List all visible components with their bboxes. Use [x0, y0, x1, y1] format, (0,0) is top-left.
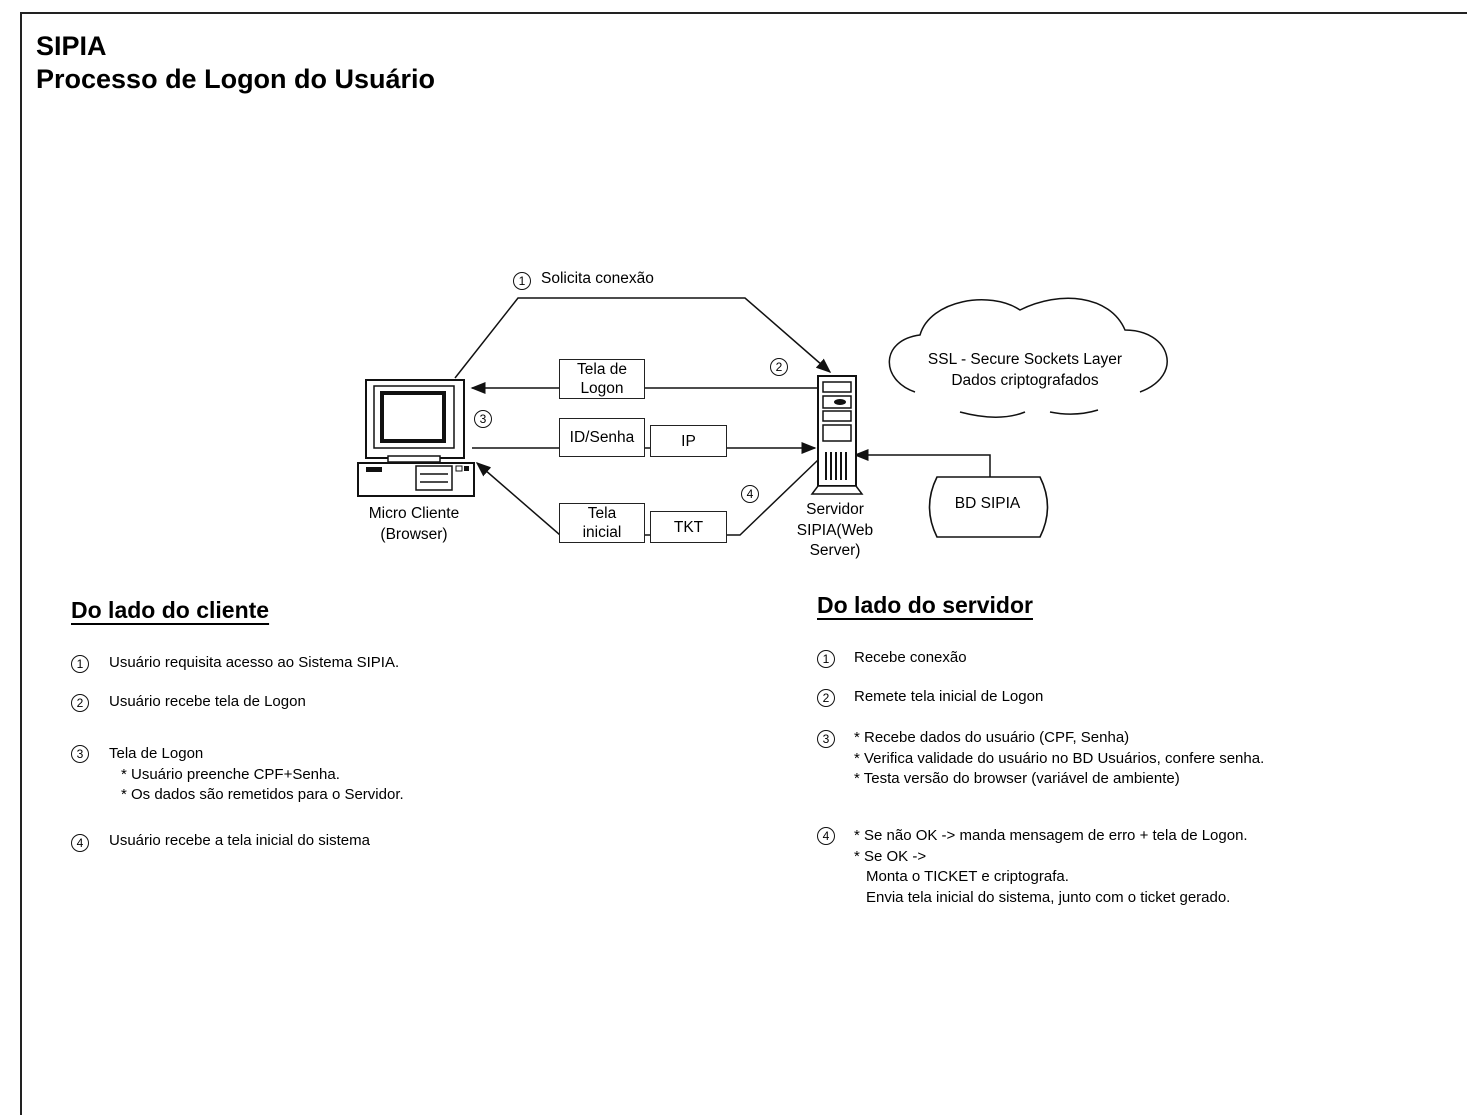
- client-label: Micro Cliente (Browser): [355, 503, 473, 545]
- client-item-3-line2: * Usuário preenche CPF+Senha.: [121, 765, 340, 783]
- box-tela-inicial: Tela inicial: [559, 503, 645, 543]
- box-tkt: TKT: [650, 511, 727, 543]
- client-item-2-line1: Usuário recebe tela de Logon: [109, 693, 306, 710]
- box-tela-de-logon-line1: Tela de: [577, 361, 627, 378]
- server-item-3-number: 3: [817, 730, 835, 748]
- client-item-3: Tela de Logon * Usuário preenche CPF+Sen…: [109, 744, 404, 806]
- client-item-2: Usuário recebe tela de Logon: [109, 692, 306, 713]
- client-item-1-line1: Usuário requisita acesso ao Sistema SIPI…: [109, 654, 400, 671]
- client-item-3-number: 3: [71, 745, 89, 763]
- server-item-4: * Se não OK -> manda mensagem de erro + …: [854, 826, 1248, 908]
- page-subtitle: Processo de Logon do Usuário: [36, 64, 436, 94]
- client-item-3-line1: Tela de Logon: [109, 745, 204, 762]
- box-tela-de-logon: Tela de Logon: [559, 359, 645, 399]
- ssl-cloud-label: SSL - Secure Sockets Layer Dados criptog…: [905, 349, 1145, 391]
- step-number-3: 3: [474, 410, 492, 428]
- client-item-2-number: 2: [71, 694, 89, 712]
- client-computer-icon: [357, 379, 475, 497]
- server-item-4-line3: Monta o TICKET e criptografa.: [866, 868, 1069, 885]
- step-number-1: 1: [513, 272, 531, 290]
- client-item-1: Usuário requisita acesso ao Sistema SIPI…: [109, 653, 399, 674]
- server-side-heading: Do lado do servidor: [817, 592, 1033, 618]
- box-id-senha: ID/Senha: [559, 418, 645, 457]
- client-label-line1: Micro Cliente: [368, 505, 460, 522]
- page-title: SIPIA: [36, 31, 107, 61]
- server-label: Servidor SIPIA(Web Server): [780, 500, 890, 562]
- server-item-4-line4: Envia tela inicial do sistema, junto com…: [866, 888, 1231, 906]
- box-ip: IP: [650, 425, 727, 457]
- step-number-4: 4: [741, 485, 759, 503]
- client-side-heading: Do lado do cliente: [71, 597, 270, 623]
- server-item-4-line1: * Se não OK -> manda mensagem de erro + …: [854, 827, 1248, 844]
- arrow-tela-inicial: [475, 459, 819, 536]
- database-label: BD SIPIA: [954, 495, 1021, 512]
- server-label-line3: Server): [809, 542, 861, 559]
- page-frame: [20, 12, 1467, 1115]
- client-item-4-number: 4: [71, 834, 89, 852]
- server-item-3-line3: * Testa versão do browser (variável de a…: [854, 770, 1180, 787]
- client-item-4: Usuário recebe a tela inicial do sistema: [109, 831, 370, 852]
- server-item-2-line1: Remete tela inicial de Logon: [854, 688, 1044, 705]
- step-number-2: 2: [770, 358, 788, 376]
- client-item-3-line3: * Os dados são remetidos para o Servidor…: [121, 786, 404, 803]
- server-item-1: Recebe conexão: [854, 648, 967, 669]
- step1-label: Solicita conexão: [541, 270, 654, 287]
- box-tela-inicial-line2: inicial: [582, 524, 622, 541]
- server-item-2-number: 2: [817, 689, 835, 707]
- server-item-1-line1: Recebe conexão: [854, 649, 967, 666]
- client-label-line2: (Browser): [380, 526, 448, 543]
- server-item-1-number: 1: [817, 650, 835, 668]
- ssl-cloud-shape: [888, 297, 1168, 393]
- ssl-cloud-line2: Dados criptografados: [951, 372, 1099, 389]
- box-tela-inicial-line1: Tela: [587, 505, 617, 522]
- server-tower-icon: [810, 375, 864, 495]
- database-shape: [928, 476, 1049, 538]
- arrow-db-to-server: [853, 449, 991, 477]
- client-item-1-number: 1: [71, 655, 89, 673]
- server-item-3-line1: * Recebe dados do usuário (CPF, Senha): [854, 729, 1130, 746]
- server-item-3-line2: * Verifica validade do usuário no BD Usu…: [854, 749, 1265, 767]
- client-item-4-line1: Usuário recebe a tela inicial do sistema: [109, 832, 370, 849]
- server-label-line1: Servidor: [806, 501, 864, 518]
- server-label-line2: SIPIA(Web: [796, 521, 874, 539]
- server-item-4-number: 4: [817, 827, 835, 845]
- ssl-cloud-line1: SSL - Secure Sockets Layer: [927, 351, 1123, 368]
- connection-line-step1: [454, 297, 832, 379]
- server-item-3: * Recebe dados do usuário (CPF, Senha) *…: [854, 728, 1264, 790]
- box-tela-de-logon-line2: Logon: [580, 380, 624, 397]
- server-item-2: Remete tela inicial de Logon: [854, 687, 1043, 708]
- server-item-4-line2: * Se OK ->: [854, 847, 927, 865]
